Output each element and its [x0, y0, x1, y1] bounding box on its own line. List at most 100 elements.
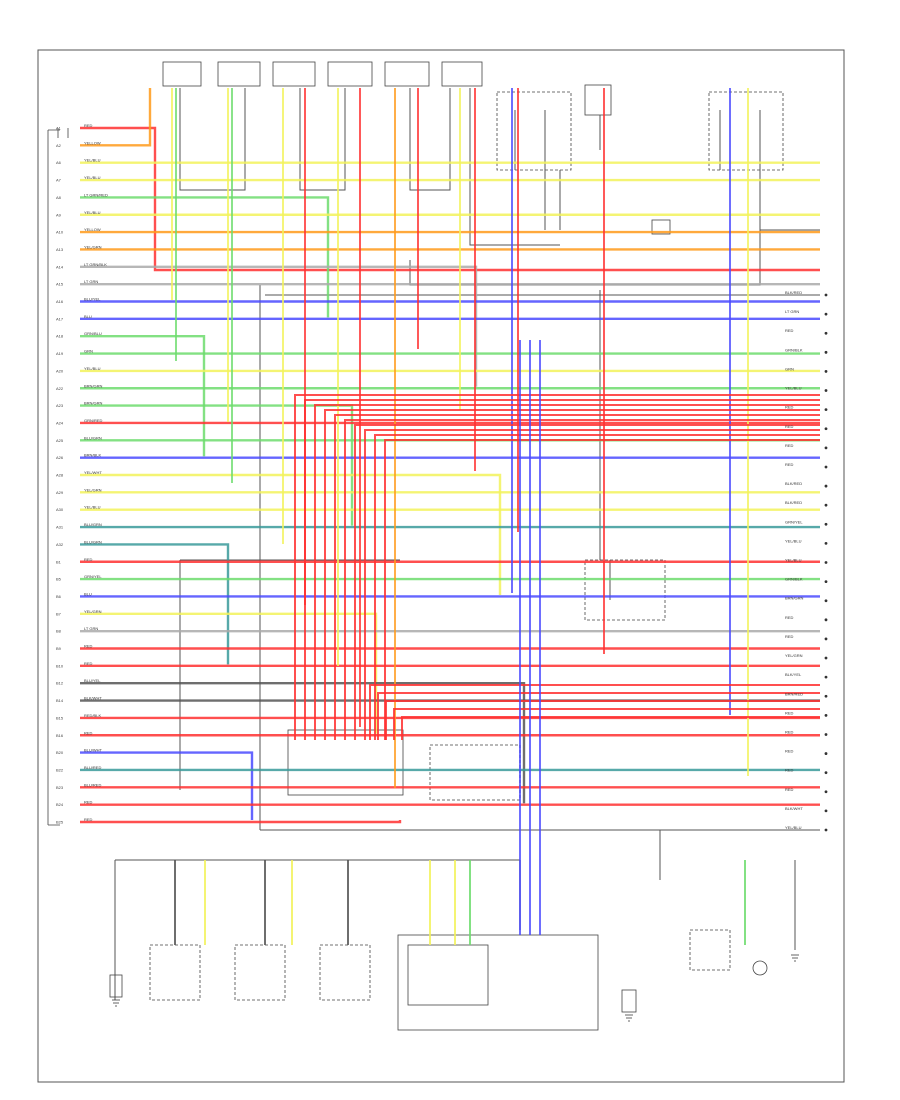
- pin-label: A6: [56, 160, 62, 165]
- wire-color-label: GRN: [84, 349, 93, 354]
- right-wire-label: RED: [785, 634, 794, 639]
- right-wire-label: BLK/RED: [785, 500, 802, 505]
- right-wire-label: YEL/BLU: [785, 558, 802, 563]
- wire-color-label: LT GRN: [84, 279, 98, 284]
- pin-label: A23: [56, 403, 64, 408]
- wire-color-label: RED: [84, 730, 93, 735]
- wire-color-label: BRN/GRN: [84, 383, 103, 388]
- right-terminal: [824, 618, 828, 622]
- wire-color-label: YEL/WHT: [84, 470, 102, 475]
- wire-color-label: YEL/BLU: [84, 210, 101, 215]
- pin-label: A14: [56, 264, 64, 269]
- wire-color-label: GRN/BLU: [84, 331, 102, 336]
- pin-label: B7: [56, 611, 62, 616]
- pin-label: A9: [56, 212, 62, 217]
- right-wire-label: YEL/BLU: [785, 825, 802, 830]
- right-wire-label: GRN: [785, 366, 794, 371]
- wire-a1: [80, 126, 820, 272]
- right-terminal: [824, 713, 828, 717]
- diagram-frame: [37, 49, 845, 1083]
- right-wire-label: GRN/BLK: [785, 577, 803, 582]
- bottom-sensor-2: [149, 944, 201, 1001]
- pin-label: A31: [56, 525, 64, 530]
- pin-label: A29: [56, 490, 64, 495]
- right-terminal: [824, 733, 828, 736]
- wire-bundle: [334, 414, 820, 740]
- wire-color-label: RED: [84, 800, 93, 805]
- wire-color-label: YEL/BLU: [84, 505, 101, 510]
- wire-color-label: BLU/RED: [84, 765, 101, 770]
- right-terminal: [824, 656, 828, 660]
- pin-label: A25: [56, 438, 64, 443]
- right-wire-label: GRN/BLK: [785, 347, 803, 352]
- right-terminal: [824, 503, 828, 507]
- bottom-module: [397, 934, 599, 1031]
- pin-label: A16: [56, 299, 64, 304]
- right-wire-label: YEL/BLU: [785, 386, 802, 391]
- right-terminal: [824, 599, 828, 603]
- top-component-4: [327, 61, 373, 87]
- right-terminal: [824, 312, 828, 316]
- wire-color-label: YEL/GRN: [84, 244, 102, 249]
- ground-symbol: [625, 1014, 633, 1022]
- pin-label: A17: [56, 316, 64, 321]
- wire-color-label: RED/BLK: [84, 713, 101, 718]
- wire-color-label: LT GRN/BLK: [84, 262, 107, 267]
- wire-color-label: BLU: [84, 591, 92, 596]
- right-wire-label: LT GRN: [785, 309, 799, 314]
- top-component-3: [272, 61, 316, 87]
- right-terminal: [824, 637, 828, 641]
- wire-bundle: [384, 439, 820, 740]
- right-terminal: [824, 427, 828, 431]
- wire-color-label: BLU: [84, 314, 92, 319]
- wire-color-label: GRN/YEL: [84, 574, 102, 579]
- right-terminal: [824, 350, 828, 354]
- bottom-sensor-5: [621, 989, 637, 1013]
- pin-label: B10: [56, 663, 64, 668]
- pin-label: A2: [56, 143, 62, 148]
- wire-color-label: BRN/BLK: [84, 453, 101, 458]
- wire-bundle: [314, 404, 820, 740]
- right-wire-label: RED: [785, 424, 794, 429]
- right-wire-label: RED: [785, 405, 794, 410]
- right-wire-label: RED: [785, 443, 794, 448]
- right-wire-label: RED: [785, 710, 794, 715]
- right-wire-label: RED: [785, 462, 794, 467]
- wire-a32: [80, 543, 230, 665]
- top-relay-left: [496, 91, 572, 171]
- wire-color-label: BLU/GRN: [84, 435, 102, 440]
- bottom-module-inner: [407, 944, 489, 1006]
- right-wire-label: BLK/WHT: [785, 806, 803, 811]
- wire-bundle: [369, 684, 820, 740]
- pin-label: B22: [56, 767, 64, 772]
- bottom-sensor-6: [689, 929, 731, 971]
- top-component-1: [162, 61, 202, 87]
- wire-a18: [80, 335, 206, 457]
- wire-color-label: BLU/RED: [84, 782, 101, 787]
- switch-center: [429, 744, 521, 801]
- wire-color-label: YELLOW: [84, 227, 101, 232]
- pin-label: A19: [56, 351, 64, 356]
- right-terminal: [824, 331, 828, 335]
- wire-b20: [80, 751, 254, 820]
- pin-label: A1: [56, 126, 62, 131]
- wire-a8: [80, 196, 330, 318]
- wire-color-label: BLU/YEL: [84, 297, 101, 302]
- wire-color-label: YEL/GRN: [84, 487, 102, 492]
- pin-label: B24: [56, 802, 64, 807]
- pin-label: A18: [56, 334, 64, 339]
- pin-label: A7: [56, 178, 62, 183]
- right-wire-label: GRN/YEL: [785, 519, 803, 524]
- wire-bundle: [354, 424, 820, 740]
- pin-label: B12: [56, 681, 64, 686]
- wire-color-label: BLK/WHT: [84, 696, 102, 701]
- wire-bundle: [401, 716, 820, 740]
- wire-color-label: BLU/GRN: [84, 539, 102, 544]
- right-terminal: [824, 293, 828, 297]
- relay-block-center: [584, 559, 666, 621]
- pin-label: A13: [56, 247, 64, 252]
- right-wire-label: RED: [785, 729, 794, 734]
- wire-color-label: BRN/GRN: [84, 401, 103, 406]
- ground-symbols: [112, 954, 799, 1022]
